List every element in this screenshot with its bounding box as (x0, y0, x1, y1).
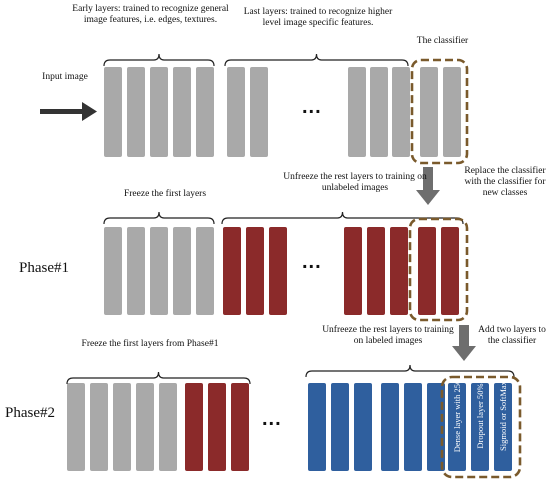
freeze-first-phase1-label: Freeze the first layers from Phase#1 (81, 339, 219, 349)
early-layer-bar-5 (196, 67, 214, 157)
phase1-trainable-last-bar-1 (344, 227, 362, 315)
classifier-layer-bar-1 (420, 67, 438, 157)
early-layer-bar-4 (173, 67, 191, 157)
brace-freeze-first (103, 211, 215, 225)
phase1-frozen-bar-3 (150, 227, 168, 315)
arrows (40, 102, 476, 361)
mid-layer-bar-2 (250, 67, 268, 157)
phase1-classifier-bar-1 (418, 227, 436, 315)
classifier-box-top (410, 58, 469, 165)
early-layer-bar-3 (150, 67, 168, 157)
early-layer-bar-1 (104, 67, 122, 157)
classifier-label: The classifier (416, 36, 469, 46)
down-arrow-1-shaft (423, 167, 433, 191)
brace-early-layers (103, 53, 215, 67)
phase2-frozen-bar-1 (67, 383, 85, 471)
phase1-frozen-bar-2 (127, 227, 145, 315)
phase1-frozen-bar-5 (196, 227, 214, 315)
unfreeze-labeled-label: Unfreeze the rest layers to training on … (322, 325, 454, 346)
freeze-first-label: Freeze the first layers (123, 189, 207, 199)
phase1-frozen-bar-4 (173, 227, 191, 315)
phase2-frozen-red-bar-1 (185, 383, 203, 471)
phase2-label: Phase#2 (5, 405, 55, 421)
new-layer-dense-label: Dense layer with 256 (452, 379, 462, 453)
phase2-trainable-last-bar-2 (404, 383, 422, 471)
input-image-label: Input image (42, 72, 88, 82)
last-layer-bar-2 (370, 67, 388, 157)
ellipsis-top: ... (302, 96, 322, 118)
classifier-layer-bar-2 (443, 67, 461, 157)
add-two-layers-label: Add two layers to the classifier (478, 325, 546, 346)
unfreeze-unlabeled-label: Unfreeze the rest layers to training on … (283, 172, 427, 193)
brace-unfreeze-labeled (305, 364, 515, 378)
phase1-trainable-bar-2 (246, 227, 264, 315)
phase2-new-layer-bar-2 (471, 383, 489, 471)
ellipsis-phase1: ... (302, 251, 322, 273)
down-arrow-2-head (452, 346, 476, 361)
phase2-trainable-bar-3 (354, 383, 372, 471)
phase2-frozen-bar-3 (113, 383, 131, 471)
new-layer-output-label: Sigmoid or SoftMax (498, 381, 508, 451)
layer-bars (67, 67, 512, 471)
phase2-trainable-last-bar-1 (381, 383, 399, 471)
down-arrow-2-shaft (459, 325, 469, 347)
classifier-boxes (408, 58, 522, 479)
phase1-trainable-bar-3 (269, 227, 287, 315)
replace-classifier-label: Replace the classifier with the classifi… (464, 166, 546, 198)
last-layers-label: Last layers: trained to recognize higher… (243, 7, 393, 28)
phase2-trainable-bar-1 (308, 383, 326, 471)
mid-layer-bar-1 (227, 67, 245, 157)
phase2-frozen-red-bar-2 (208, 383, 226, 471)
ellipsis-phase2: ... (262, 408, 282, 430)
last-layer-bar-1 (348, 67, 366, 157)
phase1-trainable-bar-1 (223, 227, 241, 315)
phase2-frozen-bar-4 (136, 383, 154, 471)
new-layer-dropout-label: Dropout layer 50% (475, 383, 485, 449)
brace-freeze-phase1 (66, 371, 251, 385)
phase2-new-layer-bar-1 (448, 383, 466, 471)
phase1-trainable-last-bar-2 (367, 227, 385, 315)
brace-last-layers (224, 53, 409, 67)
phase2-frozen-bar-5 (159, 383, 177, 471)
phase2-new-layer-bar-3 (494, 383, 512, 471)
phase2-frozen-bar-2 (90, 383, 108, 471)
phase2-trainable-last-bar-3 (427, 383, 445, 471)
last-layer-bar-3 (392, 67, 410, 157)
phase2-trainable-bar-2 (331, 383, 349, 471)
input-arrow-shaft (40, 109, 82, 114)
down-arrow-1-head (416, 190, 440, 205)
phase1-frozen-bar-1 (104, 227, 122, 315)
phase1-label: Phase#1 (19, 260, 69, 276)
classifier-box-phase2 (440, 375, 522, 479)
early-layer-bar-2 (127, 67, 145, 157)
input-arrow-head (82, 102, 97, 121)
classifier-box-phase1 (408, 217, 469, 322)
phase1-trainable-last-bar-3 (390, 227, 408, 315)
phase2-frozen-red-bar-3 (231, 383, 249, 471)
phase1-classifier-bar-2 (441, 227, 459, 315)
early-layers-label: Early layers: trained to recognize gener… (72, 4, 229, 25)
